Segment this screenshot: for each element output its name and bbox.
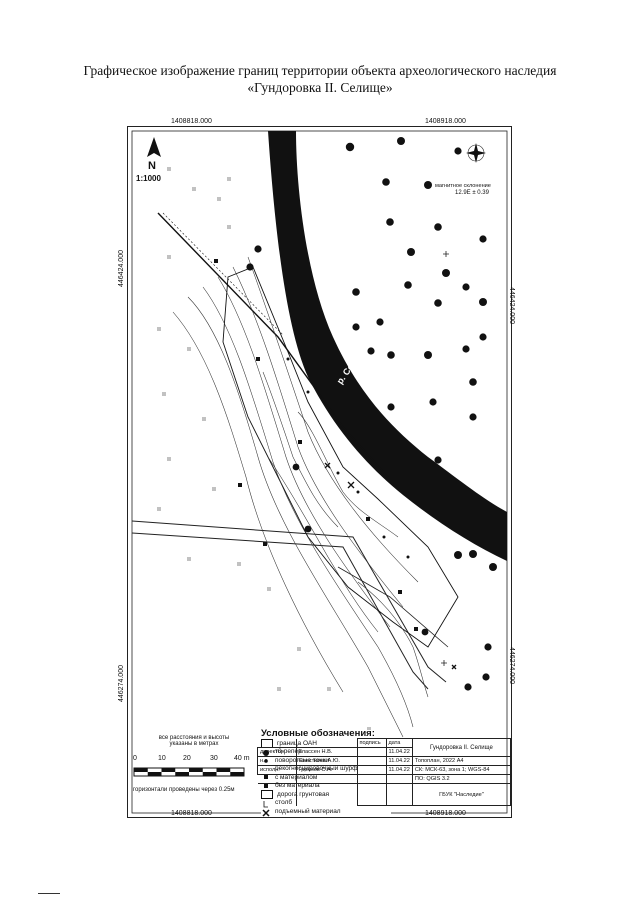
scale-bar: все расстояния и высоты указаны в метрах… [133,735,255,793]
coord-left-upper: 446424.000 [118,250,125,287]
scale-graphic [133,767,245,777]
site-boundary [222,266,459,648]
topographic-map [131,130,508,814]
scale-ticks: 0 10 20 30 40 m [133,755,250,762]
magnetic-label: магнитное склонение [435,183,491,189]
scale-note-1: все расстояния и высоты [158,735,230,741]
org-label: ГБУК "Наследие" [411,783,512,806]
north-label: N [148,160,156,172]
row2-signature [356,756,387,766]
row3-date: 11.04.22 [385,765,413,775]
magnetic-value: 12.9E ± 0.39 [455,190,489,196]
dirt-road [131,520,447,690]
sk-label: СК: МСК-63, зона 1; WGS-84 [411,765,512,775]
title-block: подпись дата Гундоровка II. Селище дирек… [257,738,512,806]
map-sheet: 1408818.000 1408918.000 1408818.000 1408… [118,118,515,818]
software-label: ПО: QGIS 3.2 [411,774,512,784]
legend-heading: Условные обозначения: [261,728,375,739]
row3-role: исполн. [257,765,297,775]
row1-role: директор [257,747,297,757]
col-date: дата [385,738,413,748]
coord-top-right: 1408918.000 [425,118,466,125]
footer-mark [38,893,60,894]
scale-note-2: указаны в метрах [169,741,219,747]
coord-top-left: 1408818.000 [171,118,212,125]
cross-icon [261,809,271,817]
coord-right-upper: 446424.000 [508,287,515,324]
legend-item-surface-finds: подъемный материал [261,808,391,817]
row2-name: Слесткова А.Ю. [295,756,358,766]
page-title: Графическое изображение границ территори… [40,62,600,96]
row1-date: 11.04.22 [385,747,413,757]
row2-date: 11.04.22 [385,756,413,766]
river [268,131,507,561]
scale-label: 1:1000 [136,174,161,183]
contour-note: горизонтали проведены через 0.25м [133,787,235,793]
coord-bottom-left: 1408818.000 [171,810,212,817]
row1-signature [356,747,387,757]
title-line-2: «Гундоровка II. Селище» [247,80,393,95]
coord-bottom-right: 1408918.000 [425,810,466,817]
coord-right-lower: 446274.000 [508,647,515,684]
plan-label: Топоплан, 2022 А4 [411,756,512,766]
object-name: Гундоровка II. Селище [411,738,512,757]
title-line-1: Графическое изображение границ территори… [83,63,557,78]
row3-name: Громков С.А. [295,765,358,775]
compass-rose [466,143,486,163]
row3-signature [356,765,387,775]
row2-role: н.с [257,756,297,766]
col-signature: подпись [356,738,387,748]
north-arrow [147,137,161,157]
row1-name: Классен Н.В. [295,747,358,757]
coord-left-lower: 446274.000 [118,665,125,702]
